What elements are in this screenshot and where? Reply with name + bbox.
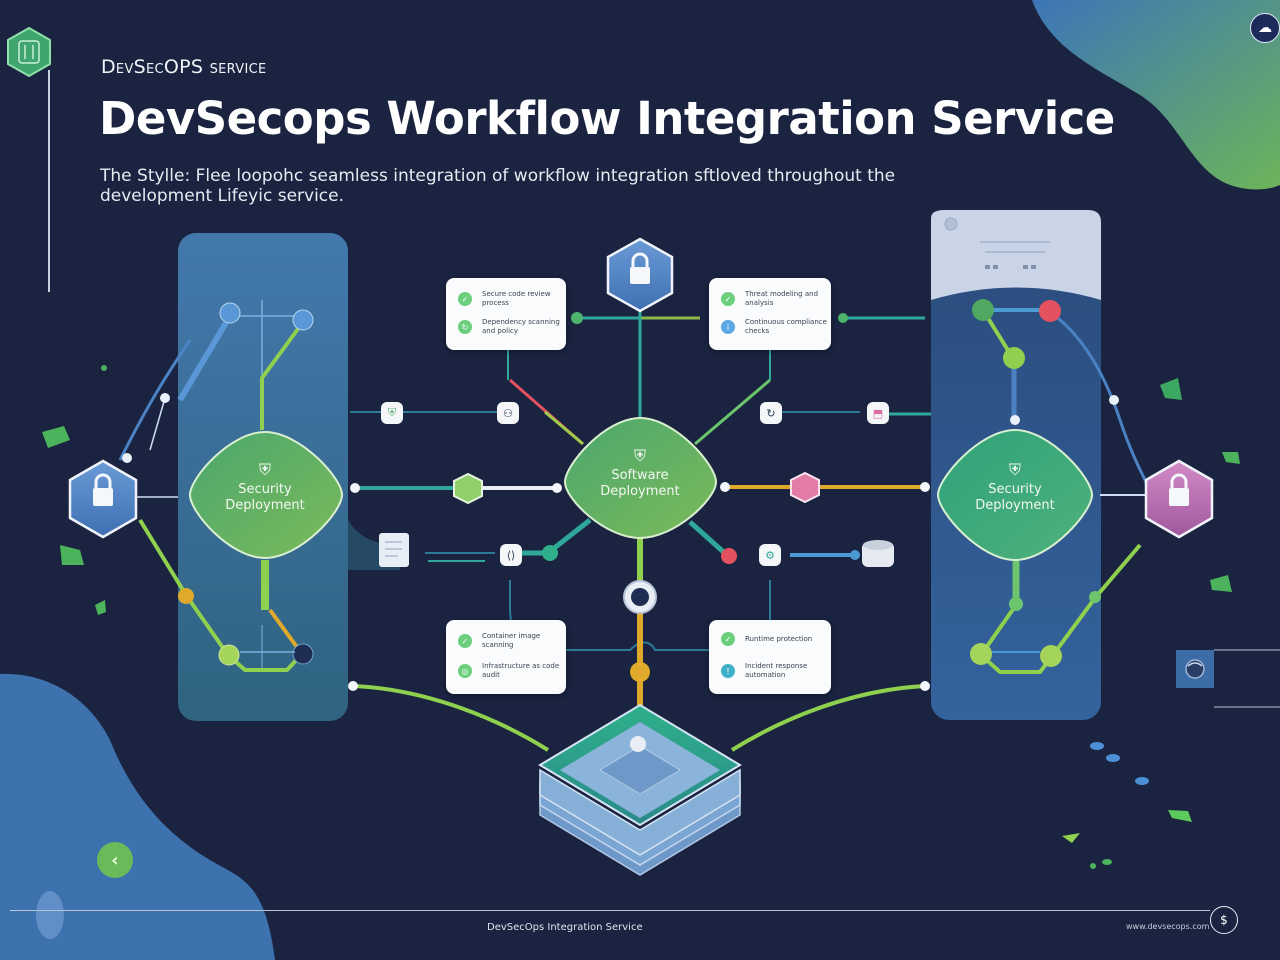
card-text: Threat modeling and analysis: [745, 290, 819, 307]
moon-toggle-icon[interactable]: [1176, 650, 1214, 688]
eyebrow-label: DevSecOPS service: [101, 56, 267, 78]
logo-divider: [48, 70, 50, 292]
info-card-top-right[interactable]: ✓ Threat modeling and analysis i Continuou…: [709, 278, 831, 350]
page-description: The Stylle: Flee loopohc seamless integr…: [100, 166, 896, 206]
shield-check-icon: ⛨: [1008, 460, 1021, 479]
check-icon: ✓: [721, 632, 735, 646]
decor-blob-bottom-left: [0, 673, 275, 960]
logo-icon: [6, 26, 52, 78]
scan-icon: ◎: [458, 664, 472, 678]
node-refresh-icon[interactable]: ↻: [760, 402, 782, 424]
alert-icon: !: [721, 664, 735, 678]
check-icon: ✓: [458, 634, 472, 648]
hub-center[interactable]: ⛨ Software Deployment: [580, 448, 700, 500]
hub-right-shape: [936, 428, 1094, 562]
lock-hex-top: [606, 237, 674, 313]
card-text: Runtime protection: [745, 634, 813, 643]
hub-right-label-2: Deployment: [975, 498, 1055, 513]
shield-check-icon: ⛨: [633, 446, 646, 465]
node-shield-icon[interactable]: ⛨: [381, 402, 403, 424]
node-green-hex: [453, 472, 483, 505]
node-code-icon[interactable]: ⟨⟩: [500, 544, 522, 566]
card-text: Secure code review process: [482, 290, 551, 307]
hub-left-label-1: Security: [238, 482, 292, 497]
card-text: Infrastructure as code audit: [482, 662, 560, 679]
back-button[interactable]: ‹: [97, 842, 133, 878]
sync-icon: ↻: [458, 320, 472, 334]
card-text: Dependency scanning and policy: [482, 318, 560, 335]
check-icon: ✓: [721, 292, 735, 306]
check-icon: ✓: [458, 292, 472, 306]
hub-right-label-1: Security: [988, 482, 1042, 497]
decor-blob-top-right: [1032, 0, 1280, 190]
dollar-circle-icon[interactable]: $: [1210, 906, 1238, 934]
cloud-hand-icon[interactable]: ☁: [1250, 13, 1280, 43]
server-icon: [862, 540, 894, 567]
database-stack-icon: [538, 703, 742, 876]
card-text: Incident response automation: [745, 662, 808, 679]
info-card-bottom-right[interactable]: ✓ Runtime protection ! Incident response a…: [709, 620, 831, 694]
lock-hex-left: [68, 459, 138, 539]
hub-center-label-1: Software: [611, 468, 669, 483]
hub-center-label-2: Deployment: [600, 484, 680, 499]
document-icon: [379, 533, 409, 567]
page-title: DevSecops Workflow Integration Service: [99, 92, 1115, 145]
node-user-icon[interactable]: ⚇: [497, 402, 519, 424]
shield-check-icon: ⛨: [258, 460, 271, 479]
card-text: Container image scanning: [482, 632, 541, 649]
hub-left-label-2: Deployment: [225, 498, 305, 513]
card-text: Continuous compliance checks: [745, 318, 827, 335]
footer-website-link[interactable]: www.devsecops.com: [1126, 922, 1210, 931]
info-icon: i: [721, 320, 735, 334]
hub-center-shape: [563, 416, 718, 540]
info-card-bottom-left[interactable]: ✓ Container image scanning ◎ Infrastructur…: [446, 620, 566, 694]
footer-divider: [10, 910, 1210, 911]
node-tag-icon[interactable]: ⬒: [867, 402, 889, 424]
info-card-top-left[interactable]: ✓ Secure code review process ↻ Dependency …: [446, 278, 566, 350]
lock-hex-right: [1144, 459, 1214, 539]
hub-left[interactable]: ⛨ Security Deployment: [205, 462, 325, 514]
node-config-icon[interactable]: ⚙: [759, 544, 781, 566]
hub-left-shape: [188, 430, 344, 560]
hub-right[interactable]: ⛨ Security Deployment: [955, 462, 1075, 514]
node-pink-hex: [790, 471, 820, 504]
footer-title: DevSecOps Integration Service: [487, 922, 643, 933]
chevron-left-icon: ‹: [111, 849, 119, 871]
